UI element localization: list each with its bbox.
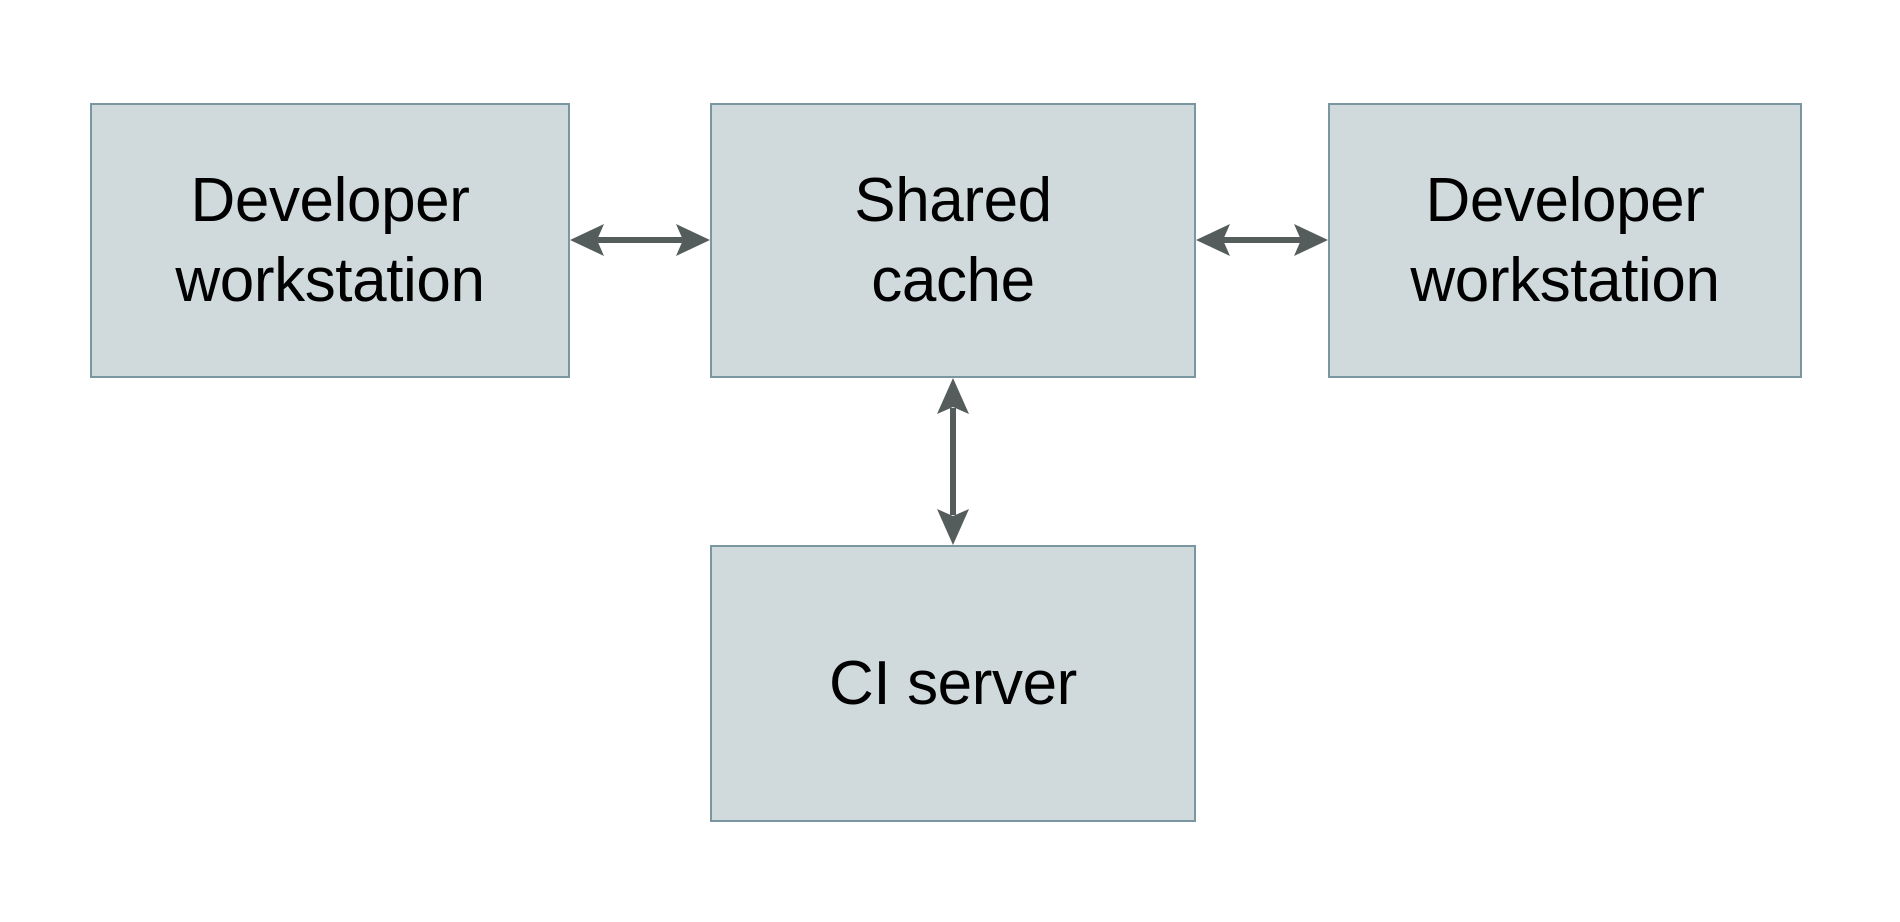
connector-ci-server-to-cache[interactable] — [929, 378, 977, 545]
node-ci-server[interactable]: CI server — [710, 545, 1196, 822]
node-label: Developer workstation — [175, 166, 485, 315]
node-label: CI server — [829, 648, 1077, 718]
connector-left-workstation-to-cache[interactable] — [570, 216, 710, 264]
double-arrow-vertical-icon — [937, 378, 969, 545]
double-arrow-horizontal-icon — [1196, 224, 1328, 256]
node-label: Developer workstation — [1410, 166, 1720, 315]
node-dev-workstation-right[interactable]: Developer workstation — [1328, 103, 1802, 378]
node-label: Shared cache — [854, 166, 1052, 315]
double-arrow-horizontal-icon — [570, 224, 710, 256]
node-dev-workstation-left[interactable]: Developer workstation — [90, 103, 570, 378]
node-shared-cache[interactable]: Shared cache — [710, 103, 1196, 378]
connector-cache-to-right-workstation[interactable] — [1196, 216, 1328, 264]
